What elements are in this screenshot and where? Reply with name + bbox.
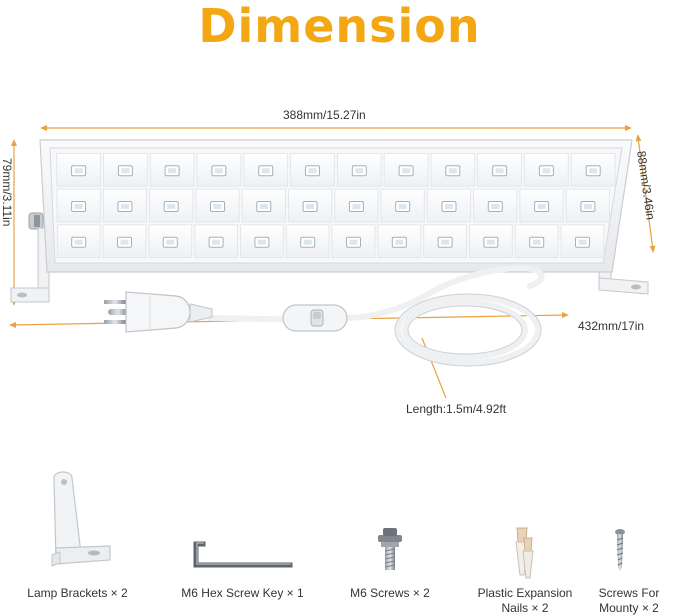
led-chip-lens [495, 168, 504, 174]
led-cell [380, 188, 425, 223]
led-chip-lens [214, 168, 223, 174]
led-chip-lens [120, 204, 129, 209]
led-chip-lens [402, 168, 411, 174]
led-chip-lens [74, 204, 83, 209]
led-chip-lens [537, 204, 546, 209]
hex-key-icon [193, 541, 293, 568]
wood-screw-icon [615, 529, 625, 572]
power-cord [207, 264, 545, 366]
led-chip-lens [355, 168, 364, 174]
led-chip-lens [168, 168, 177, 174]
led-cell [148, 224, 193, 259]
led-chip-lens [261, 168, 270, 174]
led-chip-lens [167, 204, 176, 209]
led-chip-lens [308, 168, 317, 174]
led-chip-lens [213, 204, 222, 209]
accessory-label-lamp-brackets: Lamp Brackets × 2 [27, 586, 128, 600]
width-top-dimension-line [40, 125, 632, 131]
inline-switch-icon [282, 304, 348, 332]
led-chip-lens [349, 239, 358, 245]
plug-icon [104, 291, 213, 333]
accessory-label-expansion-nails: Plastic Expansion Nails × 2 [477, 586, 573, 615]
height-left-label: 79mm/3.11in [0, 158, 14, 227]
led-chip-lens [352, 204, 361, 209]
led-chip-lens [120, 239, 129, 245]
width-bottom-label: 432mm/17in [578, 319, 645, 333]
led-chip-lens [583, 204, 592, 209]
led-cell [241, 188, 286, 223]
power-cord-outline [394, 293, 542, 367]
led-chip-lens [259, 204, 268, 209]
led-cell [423, 224, 468, 259]
led-chip-lens [532, 239, 541, 245]
led-chip-lens [166, 239, 175, 245]
led-grid [56, 153, 616, 259]
lamp-bracket-icon [51, 471, 111, 567]
led-cell [469, 224, 513, 259]
cord-length-label: Length:1.5m/4.92ft [406, 402, 507, 416]
led-chip-lens [121, 168, 130, 174]
accessory-label-hex-key: M6 Hex Screw Key × 1 [181, 586, 304, 600]
led-chip-lens [395, 239, 404, 245]
led-chip-lens [491, 204, 500, 209]
led-chip-lens [486, 239, 495, 245]
led-cell [477, 153, 523, 187]
side-knob-icon [28, 212, 44, 230]
led-chip-lens [212, 239, 221, 245]
led-chip-lens [542, 168, 551, 174]
accessory-label-m6-screws: M6 Screws × 2 [350, 586, 430, 600]
led-chip-lens [441, 239, 450, 245]
accessory-label-wood-screws: Screws For Mounty × 2 [598, 586, 660, 615]
m6-screw-icon [378, 528, 402, 570]
page-title: Dimension [198, 0, 481, 53]
led-chip-lens [448, 168, 457, 174]
expansion-nail-icon [515, 527, 534, 579]
width-top-label: 388mm/15.27in [283, 108, 366, 122]
led-chip-lens [589, 168, 598, 174]
led-chip-lens [398, 204, 407, 209]
led-chip-lens [74, 239, 83, 245]
height-right-dimension-line [635, 134, 656, 253]
led-chip-lens [74, 168, 83, 174]
led-chip-lens [303, 239, 312, 245]
led-chip-lens [306, 204, 315, 209]
led-chip-lens [445, 204, 453, 209]
left-mount-bracket [10, 227, 50, 303]
led-chip-lens [257, 239, 266, 245]
led-chip-lens [578, 239, 587, 245]
